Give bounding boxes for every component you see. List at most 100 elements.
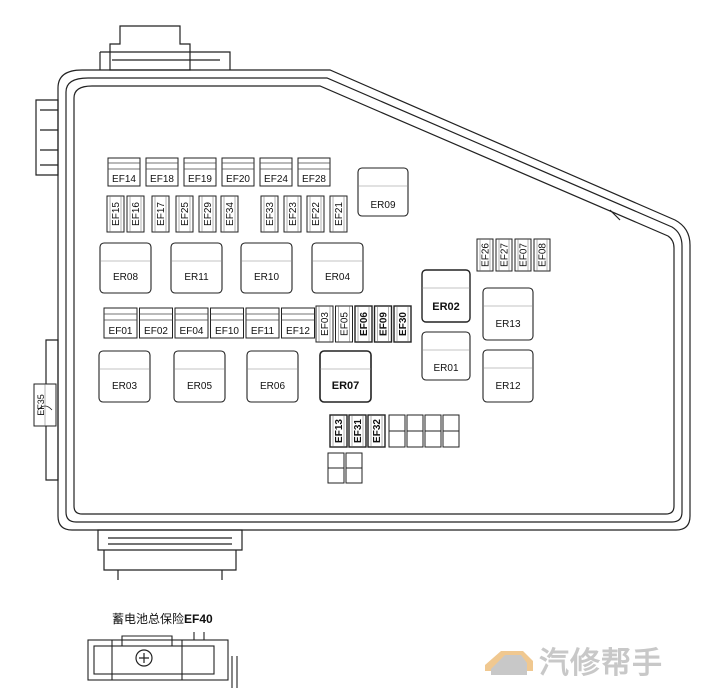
fuse-ef03: EF03 — [315, 305, 334, 343]
fuse-ef05: EF05 — [335, 305, 353, 343]
fuse-ef11: EF11 — [245, 307, 280, 339]
fuse-ef13: EF13 — [329, 414, 348, 448]
fuse-ef19: EF19 — [183, 157, 217, 187]
fuse-ef15: EF15 — [106, 195, 125, 233]
fuse-ef27-label: EF27 — [500, 243, 511, 267]
fuse-ef03-label: EF03 — [320, 312, 331, 336]
fuse-ef05-label: EF05 — [340, 312, 351, 336]
fuse-ef23: EF23 — [283, 195, 302, 233]
relay-er07: ER07 — [319, 350, 372, 403]
fuse-ef17: EF17 — [151, 195, 170, 233]
side-fuse-ef35-label: EF35 — [36, 394, 46, 416]
fuse-ef25: EF25 — [175, 195, 194, 233]
relay-er10-label: ER10 — [254, 272, 279, 283]
battery-fuse-caption-code: EF40 — [184, 612, 213, 626]
relay-er01-label: ER01 — [433, 363, 458, 374]
relay-er13-label: ER13 — [495, 319, 520, 330]
fuse-ef17-label: EF17 — [156, 202, 167, 226]
relay-er10: ER10 — [240, 242, 293, 294]
relay-er09: ER09 — [357, 167, 409, 217]
fuse-ef24: EF24 — [259, 157, 293, 187]
fuse-ef01-label: EF01 — [109, 326, 133, 337]
relay-er08: ER08 — [99, 242, 152, 294]
top-latch — [109, 25, 191, 71]
fuse-box-inner-outline — [65, 77, 683, 523]
fuse-ef21-label: EF21 — [334, 202, 345, 226]
fuse-ef28-label: EF28 — [302, 174, 326, 185]
side-fuse-ef35: EF35 — [33, 383, 57, 427]
fuse-ef21: EF21 — [329, 195, 348, 233]
battery-fuse-caption: 蓄电池总保险EF40 — [112, 610, 213, 627]
fuse-ef19-label: EF19 — [188, 174, 212, 185]
bottom-latch — [97, 529, 243, 580]
relay-er03: ER03 — [98, 350, 151, 403]
relay-er11-label: ER11 — [184, 272, 209, 283]
fuse-ef09: EF09 — [373, 305, 393, 343]
fuse-ef02: EF02 — [139, 307, 173, 339]
relay-er11: ER11 — [170, 242, 223, 294]
left-side-tab — [45, 339, 59, 481]
watermark-text: 汽修帮手 — [539, 646, 663, 681]
fuse-ef11-label: EF11 — [251, 326, 275, 337]
fuse-ef32-label: EF32 — [372, 419, 383, 443]
fuse-ef34-label: EF34 — [225, 202, 236, 226]
left-connector — [35, 99, 59, 176]
fuse-ef13-label: EF13 — [334, 419, 345, 443]
fuse-ef22-label: EF22 — [311, 202, 322, 226]
fuse-ef28: EF28 — [297, 157, 331, 187]
fuse-ef04-label: EF04 — [180, 326, 204, 337]
watermark-logo-icon — [485, 651, 533, 675]
fuse-ef14-label: EF14 — [112, 174, 136, 185]
fuse-ef20: EF20 — [221, 157, 255, 187]
relay-er04: ER04 — [311, 242, 364, 294]
relay-er06: ER06 — [246, 350, 299, 403]
fuse-ef29-label: EF29 — [203, 202, 214, 226]
fuse-ef08: EF08 — [533, 238, 551, 272]
relay-er09-label: ER09 — [370, 200, 395, 211]
fuse-ef09-label: EF09 — [379, 312, 390, 336]
fuse-ef18: EF18 — [145, 157, 179, 187]
fuse-ef34: EF34 — [220, 195, 239, 233]
fuse-ef25-label: EF25 — [180, 202, 191, 226]
fuse-ef06: EF06 — [354, 305, 373, 343]
fuse-ef33: EF33 — [260, 195, 279, 233]
fuse-ef33-label: EF33 — [265, 202, 276, 226]
fuse-ef31: EF31 — [348, 414, 367, 448]
fuse-ef16-label: EF16 — [131, 202, 142, 226]
empty-fuse-slots — [327, 414, 460, 484]
fuse-ef14: EF14 — [107, 157, 141, 187]
fuse-box-cover-outline — [73, 85, 675, 515]
fuse-ef07: EF07 — [514, 238, 532, 272]
fuse-ef20-label: EF20 — [226, 174, 250, 185]
fuse-ef23-label: EF23 — [288, 202, 299, 226]
relay-er07-label: ER07 — [332, 380, 360, 392]
fuse-ef08-label: EF08 — [538, 243, 549, 267]
relay-er03-label: ER03 — [112, 381, 137, 392]
fuse-ef30: EF30 — [393, 305, 412, 343]
fuse-ef06-label: EF06 — [359, 312, 370, 336]
fuse-ef27: EF27 — [495, 238, 513, 272]
fuse-ef04: EF04 — [174, 307, 209, 339]
fuse-ef01: EF01 — [103, 307, 138, 339]
fuse-ef12: EF12 — [281, 307, 315, 339]
relay-er12: ER12 — [482, 349, 534, 403]
fuse-ef18-label: EF18 — [150, 174, 174, 185]
right-diagonal-detail — [609, 209, 621, 221]
relay-er05: ER05 — [173, 350, 226, 403]
fuse-ef26: EF26 — [476, 238, 494, 272]
battery-fuse-caption-cn: 蓄电池总保险 — [112, 612, 185, 626]
battery-fuse-drawing — [87, 632, 238, 688]
fuse-box-outer-outline — [57, 69, 691, 531]
relay-er13: ER13 — [482, 287, 534, 341]
relay-er04-label: ER04 — [325, 272, 350, 283]
relay-er01: ER01 — [421, 331, 471, 381]
fuse-ef15-label: EF15 — [111, 202, 122, 226]
fuse-ef10-label: EF10 — [215, 326, 239, 337]
fuse-ef24-label: EF24 — [264, 174, 288, 185]
relay-er05-label: ER05 — [187, 381, 212, 392]
fuse-ef26-label: EF26 — [481, 243, 492, 267]
fuse-ef30-label: EF30 — [398, 312, 409, 336]
relay-er02: ER02 — [421, 269, 471, 323]
fuse-ef16: EF16 — [126, 195, 145, 233]
